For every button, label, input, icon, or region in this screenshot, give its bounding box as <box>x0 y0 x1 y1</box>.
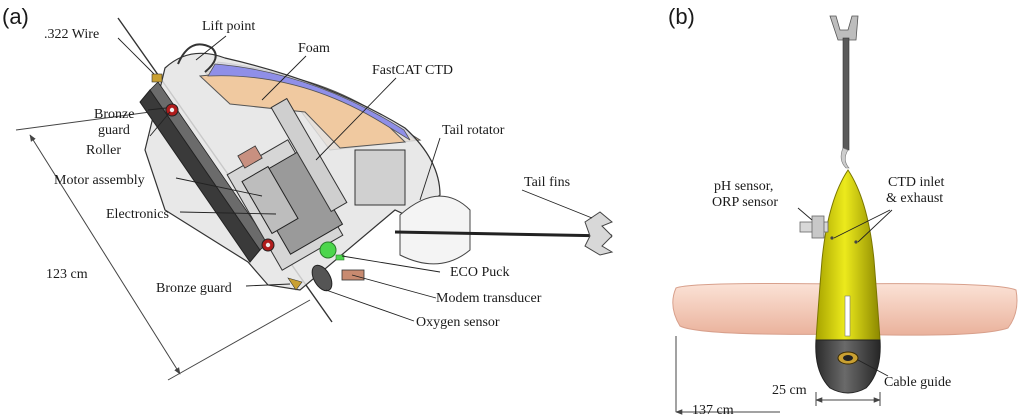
length-dimension <box>15 111 311 381</box>
label-electronics: Electronics <box>106 207 169 222</box>
label-tail-fins: Tail fins <box>524 175 570 190</box>
label-bronze-guard-bottom: Bronze guard <box>156 281 232 296</box>
label-tail-rotator: Tail rotator <box>442 123 505 138</box>
tail-shaft <box>394 230 613 238</box>
label-foam: Foam <box>298 41 330 56</box>
panel-a: (a) <box>2 4 614 381</box>
eco-puck <box>319 241 337 259</box>
panel-b-label: (b) <box>668 4 695 29</box>
nose <box>815 339 881 394</box>
bronze-guard-bottom-part <box>287 277 303 291</box>
label-bronze-guard-top-1: Bronze <box>94 107 134 122</box>
leader-lines-a <box>117 35 593 322</box>
label-wire: .322 Wire <box>44 27 99 42</box>
label-motor-assembly: Motor assembly <box>54 173 145 188</box>
label-ph-sensor-2: ORP sensor <box>712 195 778 210</box>
rear-box <box>354 149 406 206</box>
label-modem-transducer: Modem transducer <box>436 291 542 306</box>
mast <box>842 37 850 151</box>
top-tail <box>829 15 859 169</box>
bronze-guard-top-part <box>151 73 163 83</box>
panel-b: (b) <box>668 4 1018 418</box>
label-length: 123 cm <box>46 267 88 282</box>
motor-block <box>241 165 299 235</box>
label-ph-sensor-1: pH sensor, <box>714 179 773 194</box>
label-ctd-inlet-2: & exhaust <box>886 191 943 206</box>
label-cable-guide: Cable guide <box>884 375 951 390</box>
label-oxygen-sensor: Oxygen sensor <box>416 315 500 330</box>
label-fastcat-ctd: FastCAT CTD <box>372 63 453 78</box>
label-width-large: 137 cm <box>692 403 734 418</box>
tail-rotator-part <box>399 195 471 265</box>
label-ctd-inlet-1: CTD inlet <box>888 175 944 190</box>
label-roller: Roller <box>86 143 121 158</box>
tail-fins-part <box>584 211 614 256</box>
leader-lines-b <box>797 207 893 377</box>
oxygen-sensor-part <box>311 264 333 292</box>
red-bracket <box>237 145 263 169</box>
ctd-tube <box>270 97 348 213</box>
panel-a-label: (a) <box>2 4 29 29</box>
dimension-lines-b <box>675 336 881 415</box>
lift-point-loop <box>177 43 217 73</box>
label-bronze-guard-top-2: guard <box>98 123 130 138</box>
label-lift-point: Lift point <box>202 19 255 34</box>
ph-sensor-part <box>799 215 829 239</box>
label-width-small: 25 cm <box>772 383 807 398</box>
label-eco-puck: ECO Puck <box>450 265 510 280</box>
